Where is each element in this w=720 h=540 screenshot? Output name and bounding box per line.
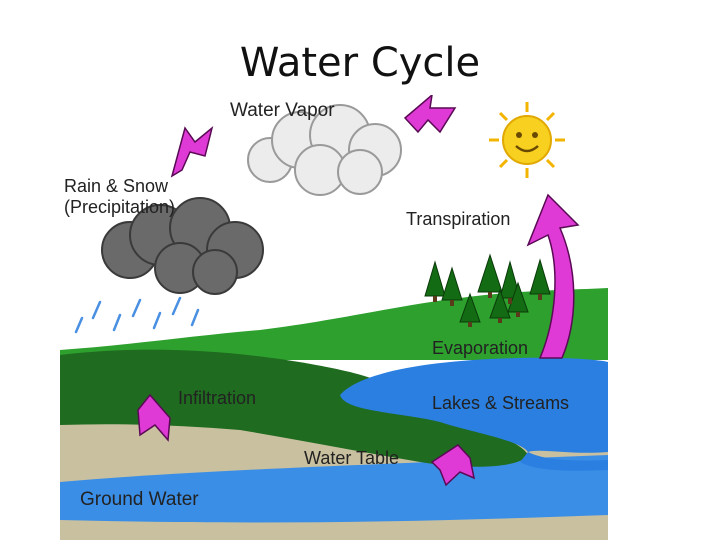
sun-icon <box>489 102 565 178</box>
label-water-vapor: Water Vapor <box>230 100 335 122</box>
rain <box>76 298 198 332</box>
label-precipitation: Rain & Snow (Precipitation) <box>64 176 175 218</box>
label-water-table: Water Table <box>304 448 399 469</box>
label-lakes-streams: Lakes & Streams <box>432 393 569 414</box>
label-evaporation: Evaporation <box>432 338 528 359</box>
label-infiltration: Infiltration <box>178 388 256 409</box>
arrow-icon <box>172 128 212 176</box>
arrow-icon <box>405 95 455 132</box>
label-rain-snow: Rain & Snow <box>64 176 175 197</box>
slide-title: Water Cycle <box>0 40 720 86</box>
label-transpiration: Transpiration <box>406 209 510 230</box>
label-ground-water: Ground Water <box>80 489 199 511</box>
label-precipitation-paren: (Precipitation) <box>64 197 175 218</box>
water-cycle-diagram <box>60 95 608 540</box>
